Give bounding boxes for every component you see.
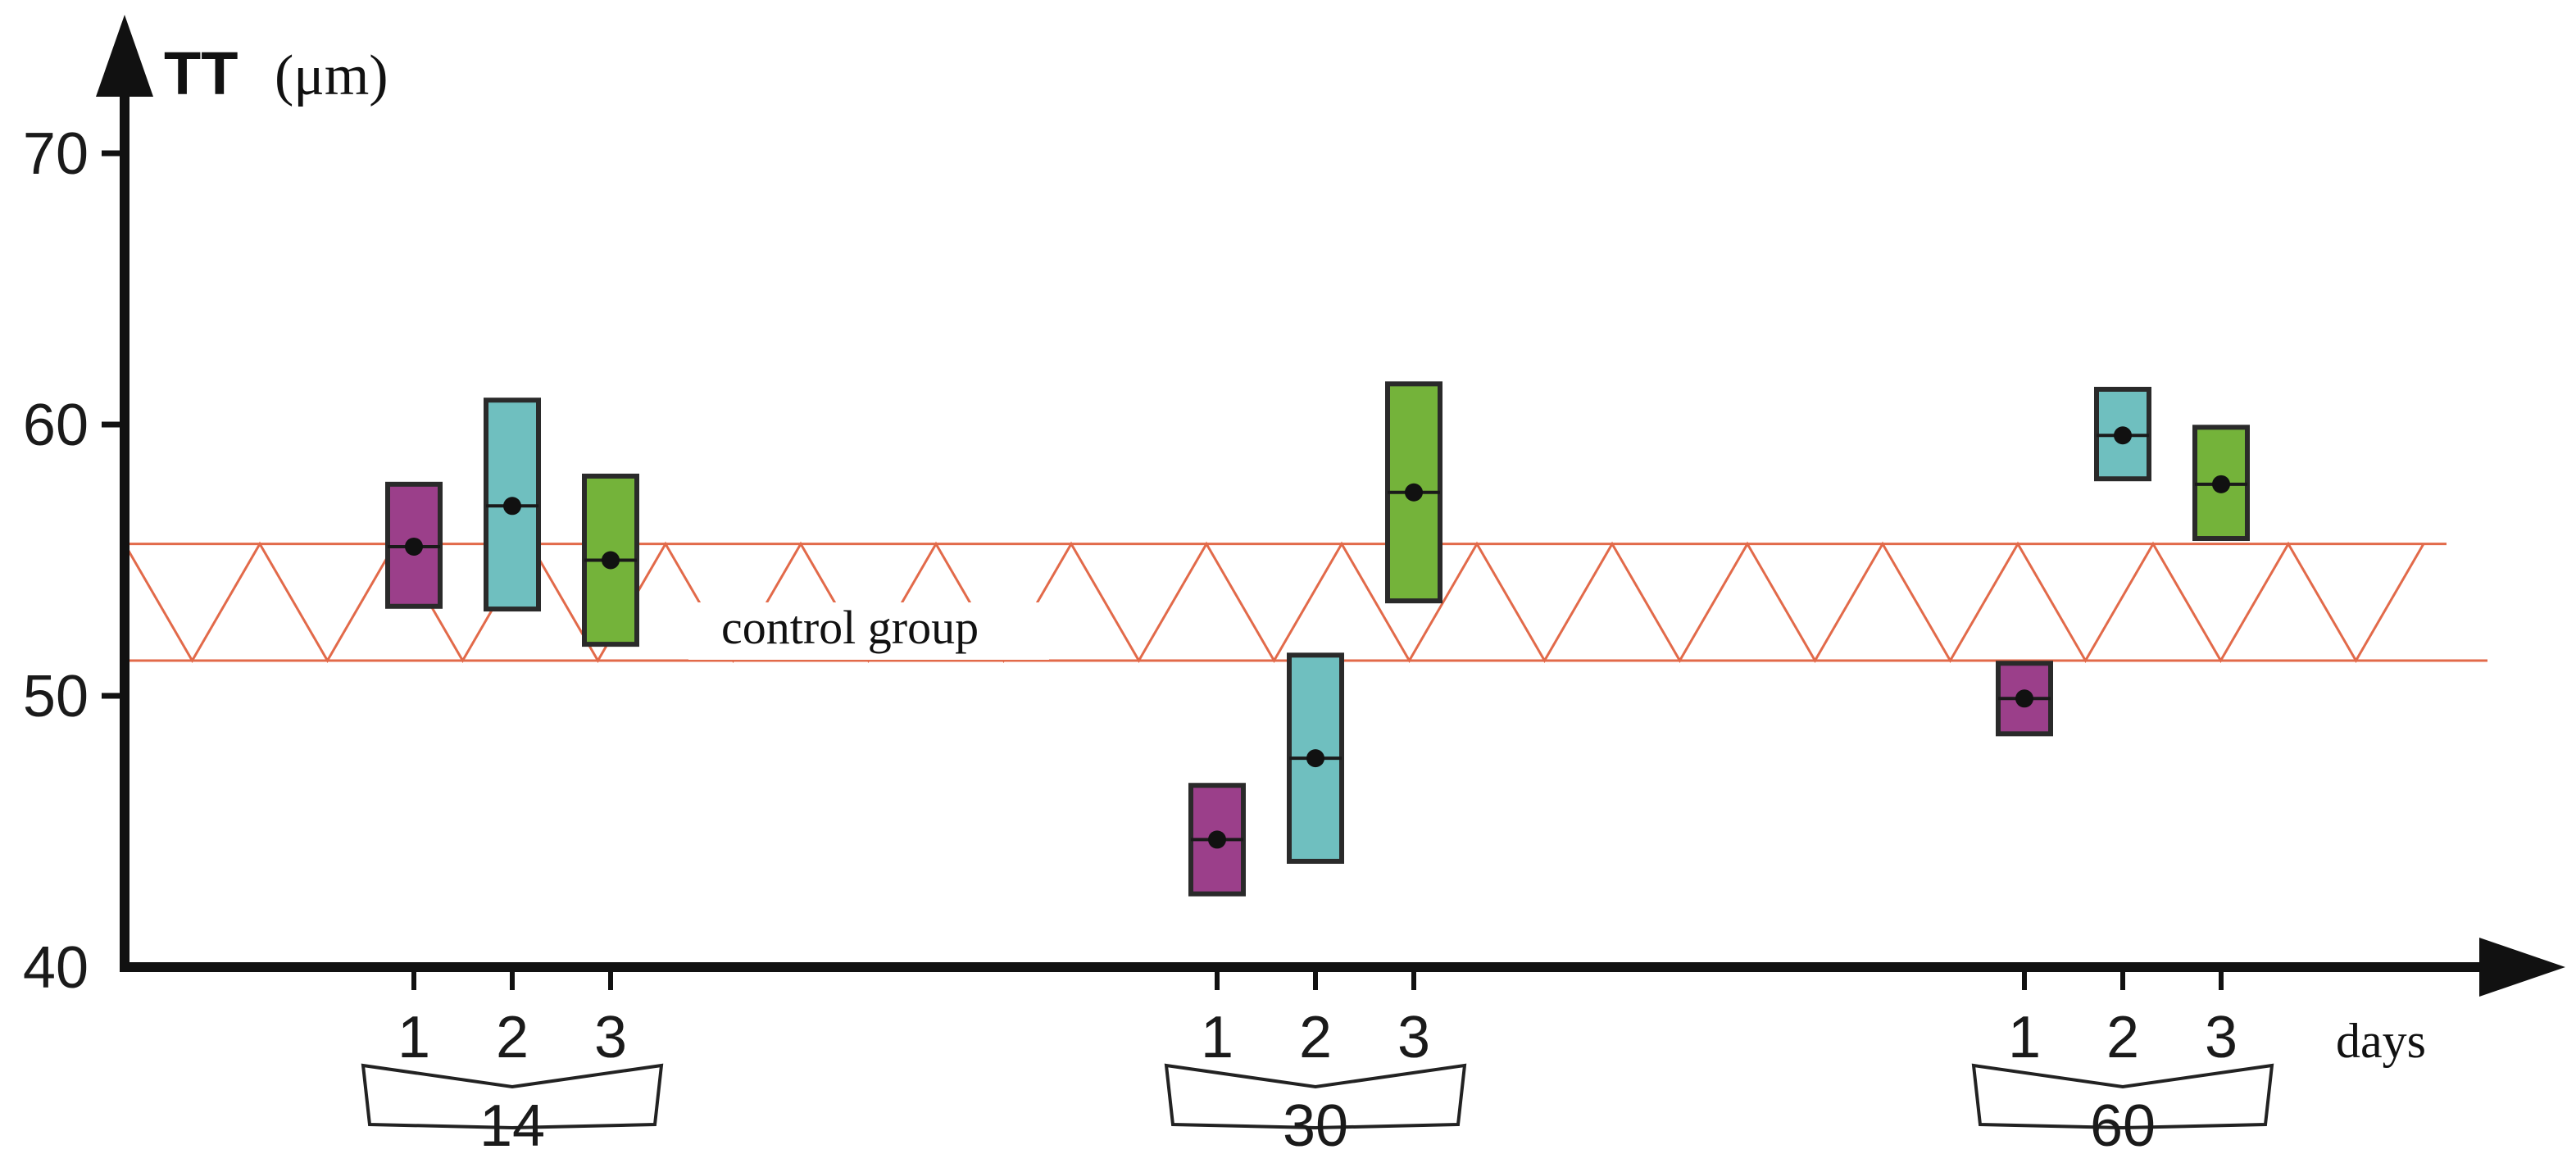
box-mean-dot-g30-1 (1208, 830, 1226, 849)
x-axis-arrow (2479, 938, 2565, 997)
y-axis-label: TT (164, 39, 238, 107)
x-category-label-g30-2: 2 (1299, 1005, 1332, 1070)
x-axis-label: days (2336, 1014, 2426, 1068)
box-mean-dot-g14-1 (405, 537, 423, 556)
group-label-30: 30 (1283, 1093, 1348, 1159)
group-bracket-14 (361, 1063, 664, 1130)
group-bracket-60 (1971, 1063, 2274, 1130)
x-category-label-g30-1: 1 (1201, 1005, 1233, 1070)
control-group-label: control group (721, 601, 979, 654)
y-tick-label-50: 50 (23, 664, 89, 729)
y-tick-label-70: 70 (23, 121, 89, 187)
x-category-label-g14-3: 3 (594, 1005, 627, 1070)
group-label-14: 14 (479, 1093, 545, 1159)
box-mean-dot-g60-3 (2212, 475, 2230, 493)
x-category-label-g60-1: 1 (2008, 1005, 2041, 1070)
x-category-label-g60-3: 3 (2205, 1005, 2238, 1070)
box-series (385, 381, 2250, 897)
x-category-label-g14-2: 2 (496, 1005, 529, 1070)
control-label-backdrop (688, 602, 1049, 660)
box-mean-dot-g30-3 (1405, 483, 1423, 502)
group-bracket-30 (1164, 1063, 1467, 1130)
y-ticks: 70 60 50 40 (23, 121, 125, 1001)
y-axis-arrow (96, 15, 153, 97)
box-mean-dot-g60-2 (2114, 426, 2132, 445)
y-axis-unit: (μm) (275, 44, 388, 107)
x-category-label-g14-1: 1 (398, 1005, 430, 1070)
group-label-60: 60 (2090, 1093, 2156, 1159)
y-tick-label-60: 60 (23, 393, 89, 458)
control-group-band (123, 541, 2487, 663)
box-mean-dot-g30-2 (1306, 749, 1324, 768)
y-tick-label-40: 40 (23, 935, 89, 1001)
box-mean-dot-g14-3 (602, 551, 620, 570)
box-mean-dot-g14-2 (503, 497, 521, 516)
box-mean-dot-g60-1 (2015, 689, 2033, 708)
x-category-label-g60-2: 2 (2106, 1005, 2139, 1070)
x-category-label-g30-3: 3 (1397, 1005, 1430, 1070)
control-band-zigzag (123, 541, 2425, 663)
